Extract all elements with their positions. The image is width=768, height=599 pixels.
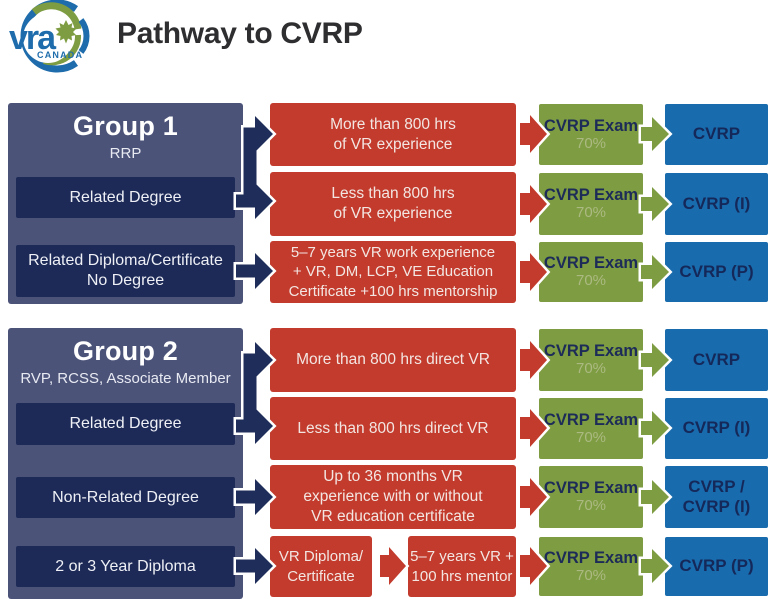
group2-option-related-degree: Related Degree: [16, 403, 235, 445]
group1-option-related-diploma: Related Diploma/Certificate No Degree: [16, 245, 235, 297]
result-box-6: CVRP / CVRP (I): [665, 466, 768, 528]
requirement-box-6: Up to 36 months VR experience with or wi…: [270, 465, 516, 529]
result-label: CVRP / CVRP (I): [682, 476, 751, 516]
requirement-text: Less than 800 hrs of VR experience: [331, 185, 455, 222]
result-label: CVRP: [692, 124, 741, 144]
flow-arrow: [380, 547, 406, 585]
option-label: Related Degree: [69, 415, 182, 432]
requirement-box-1: More than 800 hrs of VR experience: [270, 103, 516, 166]
exam-pass-mark: 70%: [575, 134, 607, 152]
exam-label: CVRP Exam: [543, 186, 639, 205]
logo-brand-text: vra: [9, 19, 57, 57]
group2-subtitle: RVP, RCSS, Associate Member: [20, 369, 231, 387]
logo-green-arc: [31, 2, 82, 30]
group2-header: Group 2 RVP, RCSS, Associate Member: [8, 336, 243, 388]
result-label: CVRP (I): [682, 418, 751, 438]
vra-canada-logo: vra CANADA: [9, 0, 90, 73]
exam-label: CVRP Exam: [543, 116, 639, 135]
group2-title: Group 2: [73, 336, 178, 367]
group2-option-nonrelated-degree: Non-Related Degree: [16, 477, 235, 518]
result-box-2: CVRP (I): [665, 173, 768, 235]
requirement-box-5: Less than 800 hrs direct VR: [270, 397, 516, 460]
exam-pass-mark: 70%: [575, 204, 607, 222]
exam-pass-mark: 70%: [575, 272, 607, 290]
requirement-text: Up to 36 months VR experience with or wi…: [303, 468, 483, 525]
requirement-box-7a: VR Diploma/ Certificate: [270, 536, 372, 597]
group2-option-diploma: 2 or 3 Year Diploma: [16, 546, 235, 587]
requirement-box-3: 5–7 years VR work experience + VR, DM, L…: [270, 241, 516, 303]
result-label: CVRP (P): [679, 556, 754, 576]
group1-option-related-degree: Related Degree: [16, 177, 235, 218]
flow-arrow: [243, 116, 273, 208]
exam-box-3: CVRP Exam 70%: [539, 242, 643, 302]
exam-label: CVRP Exam: [543, 254, 639, 273]
exam-pass-mark: 70%: [575, 566, 607, 584]
result-label: CVRP (P): [679, 261, 754, 281]
group1-subtitle: RRP: [109, 144, 142, 162]
exam-pass-mark: 70%: [575, 428, 607, 446]
exam-box-4: CVRP Exam 70%: [539, 329, 643, 391]
page-title: Pathway to CVRP: [117, 17, 363, 50]
option-label: 2 or 3 Year Diploma: [55, 557, 196, 575]
result-box-5: CVRP (I): [665, 398, 768, 459]
logo-inner-arc: [78, 18, 90, 54]
exam-pass-mark: 70%: [575, 360, 607, 378]
exam-box-1: CVRP Exam 70%: [539, 104, 643, 165]
group1-title: Group 1: [73, 111, 178, 142]
exam-box-6: CVRP Exam 70%: [539, 466, 643, 528]
exam-label: CVRP Exam: [543, 342, 639, 361]
result-box-7: CVRP (P): [665, 537, 768, 596]
logo-country-text: CANADA: [37, 50, 83, 60]
requirement-box-7b: 5–7 years VR + 100 hrs mentor: [408, 536, 516, 597]
flow-arrow: [241, 109, 277, 210]
result-box-4: CVRP: [665, 329, 768, 391]
group1-header: Group 1 RRP: [8, 111, 243, 162]
requirement-box-4: More than 800 hrs direct VR: [270, 328, 516, 392]
result-box-3: CVRP (P): [665, 242, 768, 302]
exam-label: CVRP Exam: [543, 410, 639, 429]
flow-arrow: [377, 540, 410, 592]
requirement-text: More than 800 hrs of VR experience: [330, 115, 456, 153]
maple-leaf-icon: [55, 20, 77, 44]
exam-label: CVRP Exam: [543, 548, 639, 567]
exam-box-5: CVRP Exam 70%: [539, 398, 643, 459]
requirement-box-2: Less than 800 hrs of VR experience: [270, 172, 516, 236]
result-label: CVRP (I): [682, 193, 751, 213]
flow-arrow: [241, 335, 277, 435]
result-box-1: CVRP: [665, 104, 768, 165]
requirement-text: Less than 800 hrs direct VR: [297, 419, 489, 437]
requirement-text: 5–7 years VR work experience + VR, DM, L…: [288, 244, 498, 300]
exam-pass-mark: 70%: [575, 497, 607, 515]
exam-box-7: CVRP Exam 70%: [539, 537, 643, 596]
option-label: Related Degree: [69, 188, 182, 206]
flow-arrow: [243, 342, 273, 433]
requirement-text: More than 800 hrs direct VR: [296, 351, 490, 369]
requirement-text: VR Diploma/ Certificate: [278, 548, 364, 585]
result-label: CVRP: [692, 349, 741, 369]
option-label: Related Diploma/Certificate No Degree: [28, 252, 223, 289]
exam-label: CVRP Exam: [543, 479, 639, 498]
exam-box-2: CVRP Exam 70%: [539, 173, 643, 235]
requirement-text: 5–7 years VR + 100 hrs mentor: [410, 548, 514, 585]
option-label: Non-Related Degree: [52, 488, 199, 506]
